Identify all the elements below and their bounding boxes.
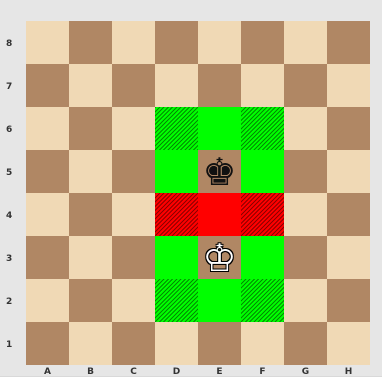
square-e2[interactable] xyxy=(198,279,241,322)
square-c6[interactable] xyxy=(112,107,155,150)
square-f7[interactable] xyxy=(241,64,284,107)
rank-label-7: 7 xyxy=(6,82,20,92)
square-c4[interactable] xyxy=(112,193,155,236)
square-g3[interactable] xyxy=(284,236,327,279)
square-e4[interactable] xyxy=(198,193,241,236)
square-c5[interactable] xyxy=(112,150,155,193)
square-d8[interactable] xyxy=(155,21,198,64)
square-f1[interactable] xyxy=(241,322,284,365)
square-a6[interactable] xyxy=(26,107,69,150)
square-d5[interactable] xyxy=(155,150,198,193)
square-a4[interactable] xyxy=(26,193,69,236)
square-h8[interactable] xyxy=(327,21,370,64)
square-e5[interactable]: ♚ xyxy=(198,150,241,193)
square-f4[interactable] xyxy=(241,193,284,236)
chessboard[interactable]: ♚♔ xyxy=(26,21,370,365)
square-d4[interactable] xyxy=(155,193,198,236)
square-h2[interactable] xyxy=(327,279,370,322)
square-g5[interactable] xyxy=(284,150,327,193)
black-king-icon[interactable]: ♚ xyxy=(198,150,241,193)
square-b7[interactable] xyxy=(69,64,112,107)
square-b1[interactable] xyxy=(69,322,112,365)
rank-label-2: 2 xyxy=(6,297,20,307)
rank-label-6: 6 xyxy=(6,125,20,135)
square-b4[interactable] xyxy=(69,193,112,236)
square-g8[interactable] xyxy=(284,21,327,64)
square-c2[interactable] xyxy=(112,279,155,322)
square-a2[interactable] xyxy=(26,279,69,322)
square-e6[interactable] xyxy=(198,107,241,150)
square-d3[interactable] xyxy=(155,236,198,279)
square-b6[interactable] xyxy=(69,107,112,150)
square-f2[interactable] xyxy=(241,279,284,322)
square-h7[interactable] xyxy=(327,64,370,107)
square-e8[interactable] xyxy=(198,21,241,64)
square-b2[interactable] xyxy=(69,279,112,322)
rank-label-4: 4 xyxy=(6,211,20,221)
square-d2[interactable] xyxy=(155,279,198,322)
square-c7[interactable] xyxy=(112,64,155,107)
square-h3[interactable] xyxy=(327,236,370,279)
square-h6[interactable] xyxy=(327,107,370,150)
square-b8[interactable] xyxy=(69,21,112,64)
square-h1[interactable] xyxy=(327,322,370,365)
square-a5[interactable] xyxy=(26,150,69,193)
square-g4[interactable] xyxy=(284,193,327,236)
square-g2[interactable] xyxy=(284,279,327,322)
square-c1[interactable] xyxy=(112,322,155,365)
white-king-icon[interactable]: ♔ xyxy=(198,236,241,279)
square-d7[interactable] xyxy=(155,64,198,107)
square-b5[interactable] xyxy=(69,150,112,193)
rank-label-8: 8 xyxy=(6,39,20,49)
square-c3[interactable] xyxy=(112,236,155,279)
square-e7[interactable] xyxy=(198,64,241,107)
square-b3[interactable] xyxy=(69,236,112,279)
square-a7[interactable] xyxy=(26,64,69,107)
square-a1[interactable] xyxy=(26,322,69,365)
square-a3[interactable] xyxy=(26,236,69,279)
square-c8[interactable] xyxy=(112,21,155,64)
square-e1[interactable] xyxy=(198,322,241,365)
square-d1[interactable] xyxy=(155,322,198,365)
square-e3[interactable]: ♔ xyxy=(198,236,241,279)
square-g7[interactable] xyxy=(284,64,327,107)
rank-label-3: 3 xyxy=(6,254,20,264)
square-g6[interactable] xyxy=(284,107,327,150)
square-g1[interactable] xyxy=(284,322,327,365)
square-h4[interactable] xyxy=(327,193,370,236)
square-a8[interactable] xyxy=(26,21,69,64)
square-f6[interactable] xyxy=(241,107,284,150)
square-f5[interactable] xyxy=(241,150,284,193)
square-f3[interactable] xyxy=(241,236,284,279)
rank-label-1: 1 xyxy=(6,340,20,350)
square-h5[interactable] xyxy=(327,150,370,193)
square-f8[interactable] xyxy=(241,21,284,64)
square-d6[interactable] xyxy=(155,107,198,150)
rank-label-5: 5 xyxy=(6,168,20,178)
